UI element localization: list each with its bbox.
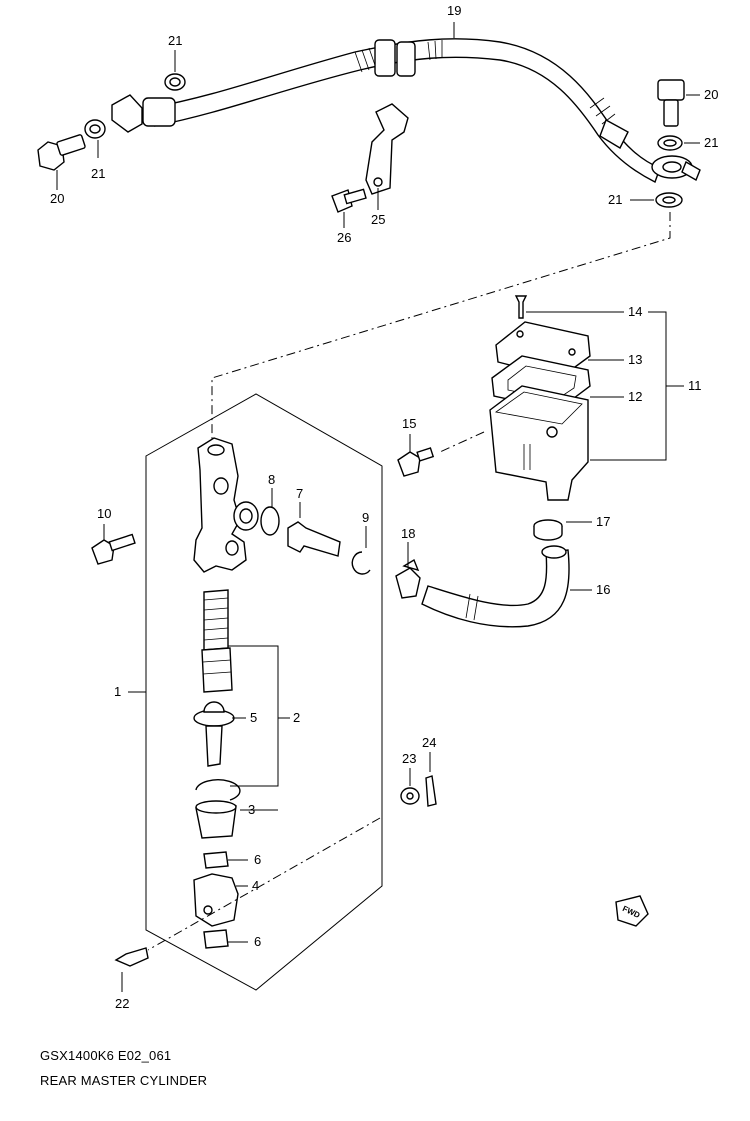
diagram-code: GSX1400K6 E02_061 bbox=[40, 1048, 172, 1063]
reservoir-assembly bbox=[397, 295, 591, 501]
routing-lines bbox=[147, 212, 671, 951]
clevis-and-pin bbox=[114, 775, 649, 967]
callout-4: 4 bbox=[252, 878, 259, 893]
callout-6-b: 6 bbox=[254, 934, 261, 949]
callout-12: 12 bbox=[628, 389, 642, 404]
cylinder-fittings bbox=[91, 506, 371, 575]
upper-washers-bolts bbox=[37, 73, 685, 208]
callout-9: 9 bbox=[362, 510, 369, 525]
brake-hose bbox=[111, 38, 701, 183]
callout-21-b: 21 bbox=[91, 166, 105, 181]
callout-20-a: 20 bbox=[50, 191, 64, 206]
callout-23: 23 bbox=[402, 751, 416, 766]
master-cylinder-body bbox=[193, 437, 259, 573]
reservoir-hose bbox=[395, 519, 570, 628]
callout-14: 14 bbox=[628, 304, 642, 319]
callout-5: 5 bbox=[250, 710, 257, 725]
callout-16: 16 bbox=[596, 582, 610, 597]
callout-26: 26 bbox=[337, 230, 351, 245]
callout-25: 25 bbox=[371, 212, 385, 227]
callout-20-b: 20 bbox=[704, 87, 718, 102]
callout-8: 8 bbox=[268, 472, 275, 487]
callout-17: 17 bbox=[596, 514, 610, 529]
diagram-title: REAR MASTER CYLINDER bbox=[40, 1073, 208, 1088]
callout-21-c: 21 bbox=[704, 135, 718, 150]
callout-6-a: 6 bbox=[254, 852, 261, 867]
callout-7: 7 bbox=[296, 486, 303, 501]
callout-2: 2 bbox=[293, 710, 300, 725]
callout-19: 19 bbox=[447, 3, 461, 18]
hose-bracket bbox=[331, 103, 409, 213]
callout-24: 24 bbox=[422, 735, 436, 750]
assembly-outline bbox=[145, 393, 383, 991]
callout-11: 11 bbox=[688, 378, 702, 393]
callout-labels: 19 21 21 20 20 21 21 25 26 14 13 12 11 1… bbox=[50, 3, 718, 1011]
callout-18: 18 bbox=[401, 526, 415, 541]
callout-21-d: 21 bbox=[608, 192, 622, 207]
callout-21-a: 21 bbox=[168, 33, 182, 48]
callout-22: 22 bbox=[115, 996, 129, 1011]
callout-15: 15 bbox=[402, 416, 416, 431]
callout-3: 3 bbox=[248, 802, 255, 817]
callout-13: 13 bbox=[628, 352, 642, 367]
piston-kit bbox=[193, 589, 241, 839]
leader-lines bbox=[56, 22, 700, 992]
callout-10: 10 bbox=[97, 506, 111, 521]
callout-1: 1 bbox=[114, 684, 121, 699]
